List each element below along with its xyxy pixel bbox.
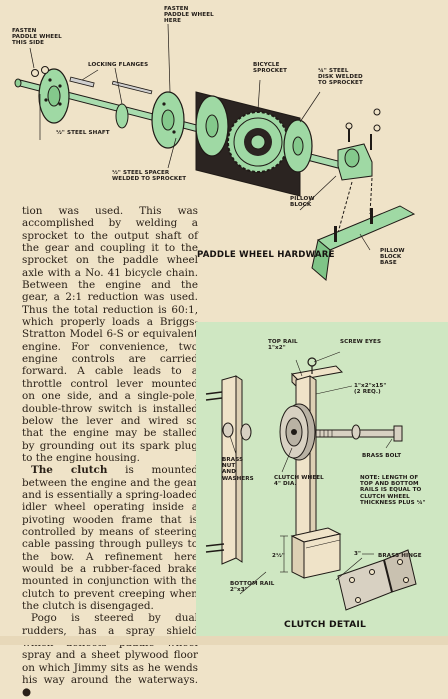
brass-nut-washers [222,422,361,441]
leader-lines [29,23,371,251]
article-paragraph: The clutch is mounted between the engine… [22,464,198,612]
bicycle-sprocket [227,111,289,173]
label-clutch-wheel: CLUTCH WHEEL 4" DIA. [274,475,324,488]
label-steel-spacer: ½" STEEL SPACER WELDED TO SPROCKET [112,170,187,183]
article-body: tion was used. This was accomplished by … [22,205,198,699]
left-frame-rail [221,375,243,565]
label-bottom-rail: BOTTOM RAIL 2"x3" [230,581,275,594]
label-steel-disk: ¼" STEEL DISK WELDED TO SPROCKET [318,68,363,87]
label-top-rail: TOP RAIL 1"x2" [268,339,298,352]
label-bicycle-sprocket: BICYCLE SPROCKET [253,62,288,75]
label-brass-hinge: BRASS HINGE [378,553,422,559]
pillow-block [337,108,381,181]
label-steel-shaft: ½" STEEL SHAFT [56,130,110,136]
label-fasten-this-side: FASTEN PADDLE WHEEL THIS SIDE [12,28,62,47]
label-note: NOTE: LENGTH OF TOP AND BOTTOM RAILS IS … [360,475,426,506]
clutch-detail-diagram [205,351,417,611]
bottom-rail [290,527,342,579]
magazine-page: FASTEN PADDLE WHEEL THIS SIDE FASTEN PAD… [0,6,448,698]
label-frame-dim: 1"x2"x15" (2 REQ.) [354,383,387,396]
left-flange [38,68,70,124]
label-brass-bolt: BRASS BOLT [362,453,402,459]
label-dim-3: 3" [354,551,362,557]
clutch-leader-lines [229,351,393,595]
clutch-detail-title: CLUTCH DETAIL [284,619,367,630]
clutch-wheel [279,403,316,461]
left-nuts [31,66,95,88]
locking-flange-pair [111,80,185,149]
brass-hinge [337,549,417,611]
right-flange [283,119,313,173]
paddle-wheel-hardware-diagram [14,23,416,281]
label-brass-nut: BRASS NUT AND WASHERS [222,457,254,482]
label-pillow-block-base: PILLOW BLOCK BASE [380,248,405,267]
screw-eyes [307,357,317,374]
label-fasten-here: FASTEN PADDLE WHEEL HERE [164,6,214,25]
paddle-wheel-hardware-title: PADDLE WHEEL HARDWARE [197,250,335,260]
page-bottom-edge [0,636,448,645]
pillow-block-base [311,205,416,281]
article-paragraph: Pogo is steered by dual rudders, has a s… [22,612,198,699]
label-screw-eyes: SCREW EYES [340,339,382,345]
label-pillow-block: PILLOW BLOCK [290,196,315,209]
dimension-lines [280,535,374,581]
label-locking-flanges: LOCKING FLANGES [88,62,149,68]
article-paragraph: tion was used. This was accomplished by … [22,205,198,464]
label-dim-2half: 2½" [272,553,285,559]
